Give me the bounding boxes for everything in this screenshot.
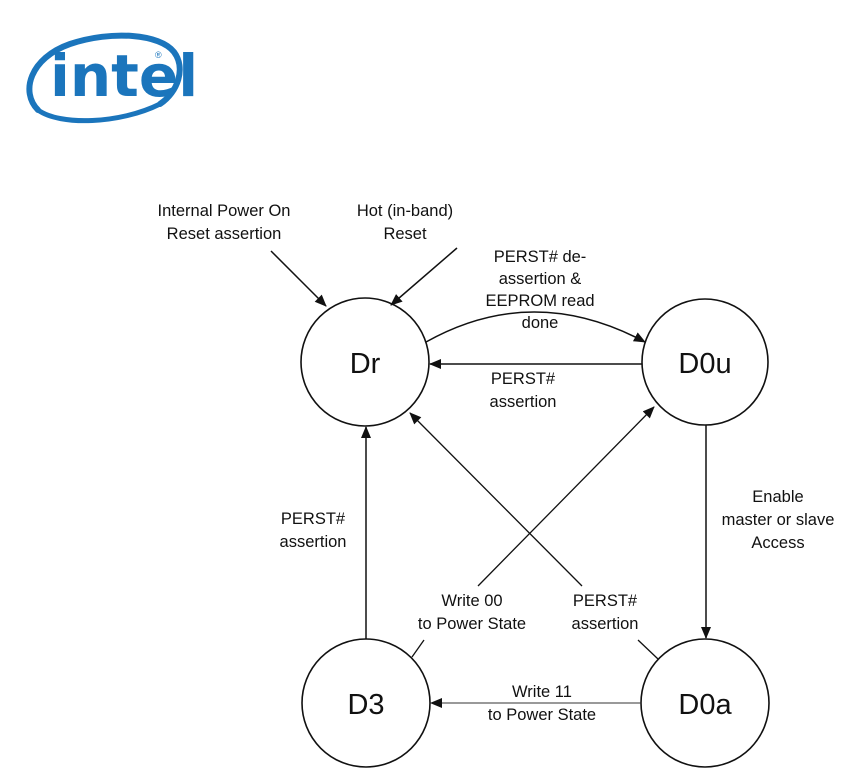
label-line: PERST# [281,510,346,528]
state-dr: Dr [301,298,429,426]
state-d0a: D0a [641,639,769,767]
label-line: done [522,314,559,332]
label-line: PERST# [573,592,638,610]
transition-d0u-to-d0a: Enable master or slave Access [706,425,834,638]
arrow-tail [638,640,658,659]
label-line: Reset assertion [167,225,282,243]
label-line: Hot (in-band) [357,202,453,220]
state-label: D0u [678,348,731,380]
label-line: Internal Power On [158,202,291,220]
intel-logo: intel ® [29,36,198,121]
transition-dr-to-d0u: PERST# de- assertion & EEPROM read done [426,248,645,342]
logo-registered-mark: ® [155,50,162,60]
label-line: Write 00 [441,592,502,610]
label-line: Write 11 [512,683,572,701]
entry-hot-reset: Hot (in-band) Reset [357,202,457,305]
label-line: to Power State [418,615,526,633]
state-d0u: D0u [642,299,768,425]
arrow [391,248,457,305]
logo-wordmark: intel [50,42,198,110]
arrow [478,407,654,586]
label-line: Enable [752,488,803,506]
label-line: master or slave [722,511,835,529]
transition-d3-to-dr: PERST# assertion [280,427,366,639]
entry-power-on-reset: Internal Power On Reset assertion [158,202,326,306]
label-line: PERST# [491,370,556,388]
label-line: Reset [383,225,427,243]
transition-d0a-to-d3: Write 11 to Power State [431,683,641,724]
label-line: to Power State [488,706,596,724]
arrow [410,413,582,586]
label-line: assertion & [499,270,582,288]
state-label: D0a [678,689,732,721]
state-label: Dr [350,348,381,380]
state-label: D3 [347,689,384,721]
arrow [271,251,326,306]
state-d3: D3 [302,639,430,767]
label-line: assertion [280,533,347,551]
arrow-tail [412,640,424,657]
label-line: assertion [490,393,557,411]
transition-d0u-to-dr: PERST# assertion [430,364,642,411]
label-line: Access [751,534,804,552]
label-line: assertion [572,615,639,633]
label-line: EEPROM read [485,292,594,310]
label-line: PERST# de- [494,248,587,266]
